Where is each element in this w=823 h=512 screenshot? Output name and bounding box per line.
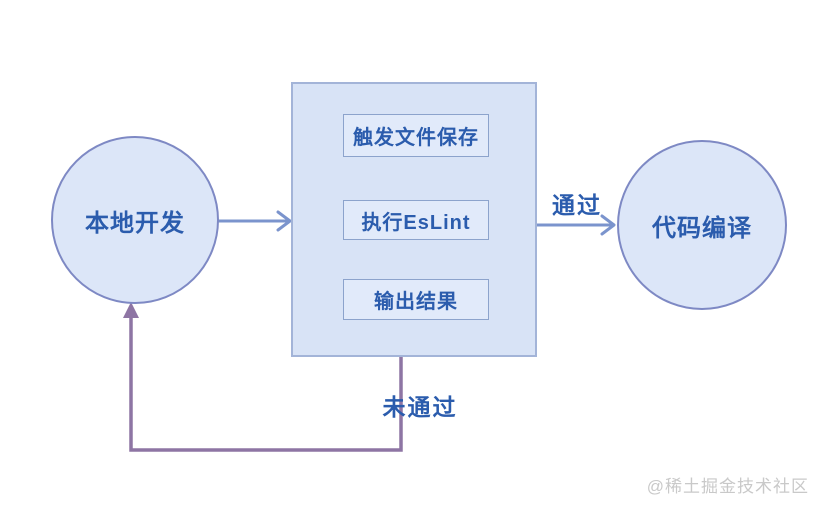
node-local-dev: 本地开发 [51, 136, 219, 304]
node-code-compile-label: 代码编译 [652, 214, 752, 242]
arrow-local-to-process [217, 210, 292, 232]
arrow-right-head-icon [276, 210, 292, 232]
edge-label-fail: 未通过 [382, 394, 458, 420]
process-container: 触发文件保存 执行EsLint 输出结果 [291, 82, 537, 357]
step-trigger-file-save: 触发文件保存 [343, 114, 489, 157]
arrow-fail-return [123, 302, 403, 452]
node-local-dev-label: 本地开发 [85, 209, 185, 237]
arrow-up-head-icon [123, 302, 139, 318]
watermark: @稀土掘金技术社区 [646, 477, 809, 496]
arrow-shaft [129, 316, 403, 452]
arrow-process-to-compile [535, 214, 616, 236]
step-run-eslint: 执行EsLint [343, 200, 489, 240]
arrow-right-head-icon [600, 214, 616, 236]
edge-label-pass: 通过 [552, 192, 602, 218]
step-output-result: 输出结果 [343, 279, 489, 320]
node-code-compile: 代码编译 [617, 140, 787, 310]
